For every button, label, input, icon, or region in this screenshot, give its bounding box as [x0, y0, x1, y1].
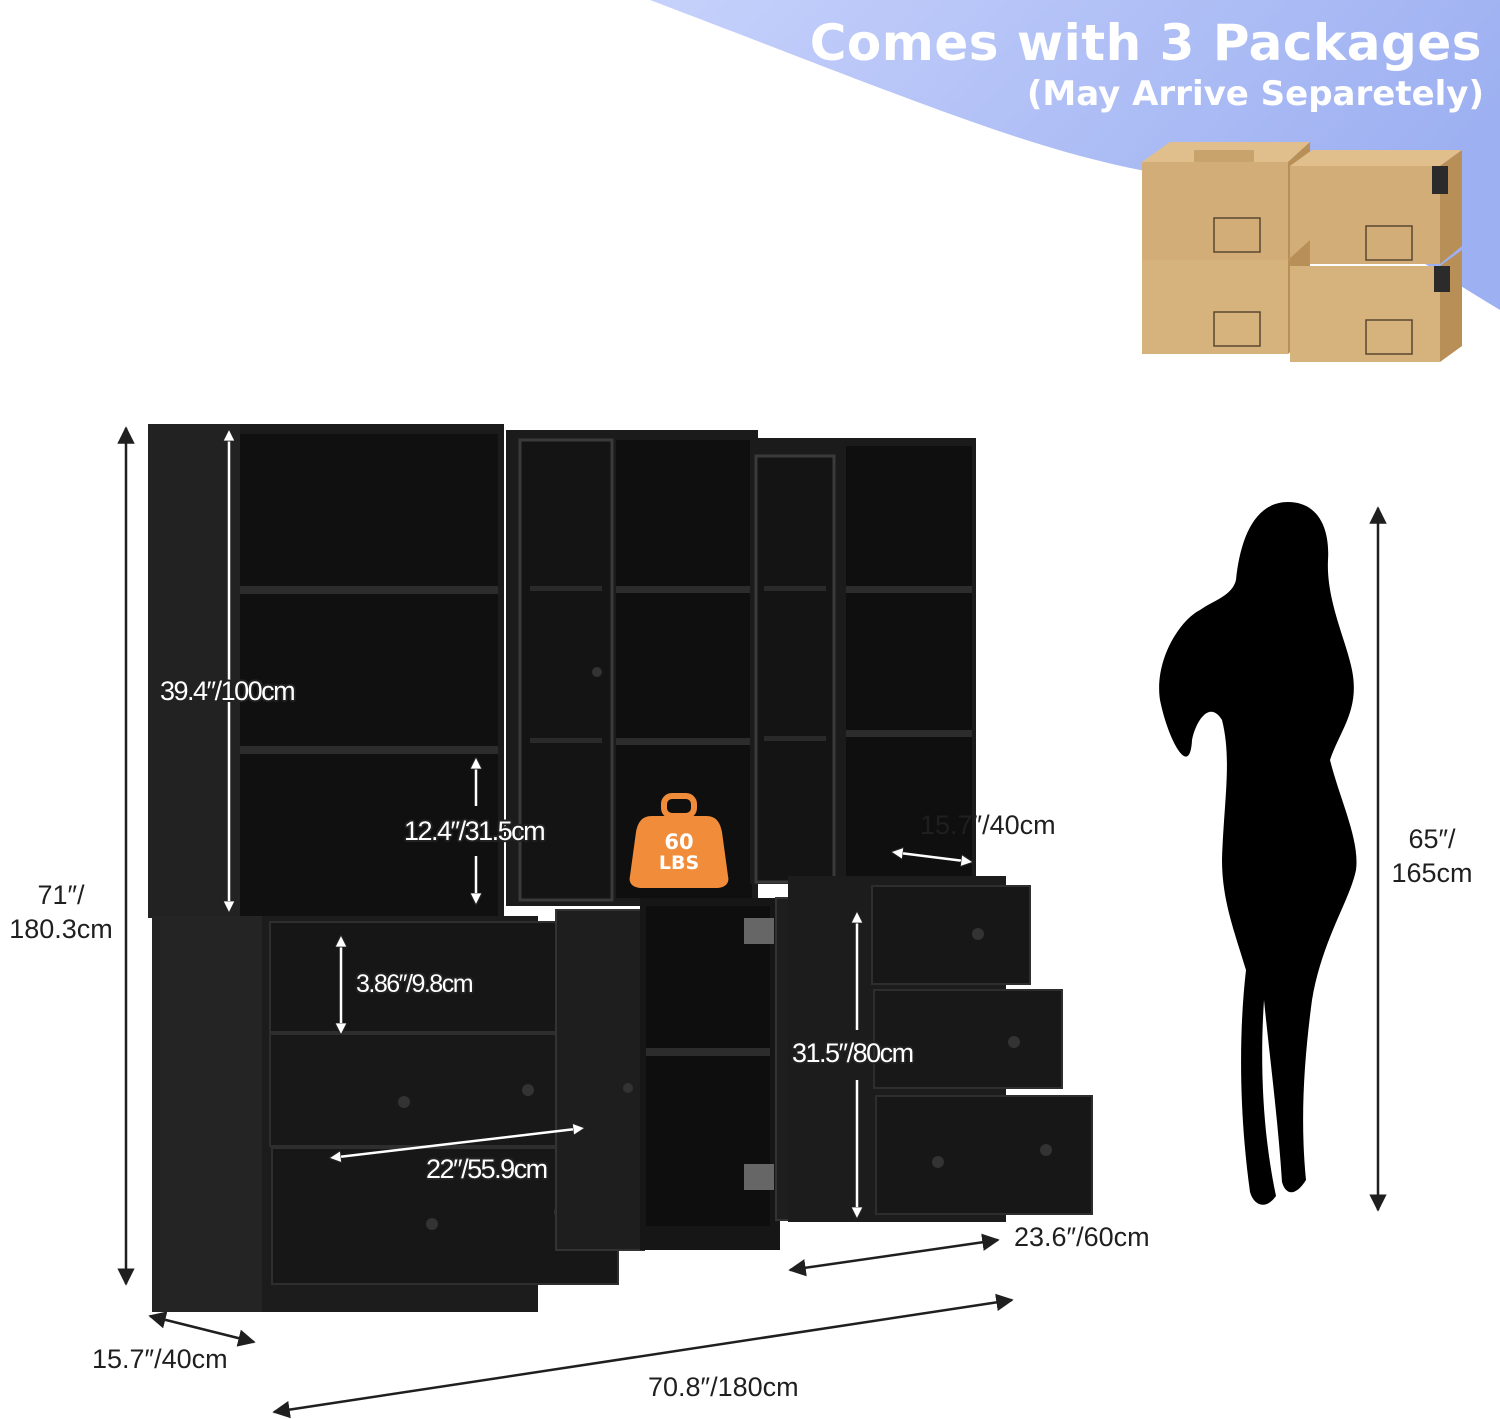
top-depth-arrow: [892, 852, 972, 862]
base-cabinet-height-label: 31.5″/80cm: [792, 1038, 914, 1068]
furniture-set: [148, 424, 1093, 1312]
right-hutch: [750, 438, 976, 884]
weight-value: 60: [664, 830, 694, 854]
weight-icon: [629, 793, 729, 888]
base-depth-label: 23.6″/60cm: [1014, 1222, 1150, 1252]
dimension-lines: [117, 426, 1387, 1419]
banner-shape: [650, 0, 1500, 310]
total-width-label: 70.8″/180cm: [648, 1372, 799, 1402]
cardboard-box-icon: [1142, 142, 1462, 362]
shelf-spacing-label: 12.4″/31.5cm: [404, 816, 546, 846]
box-top-right: [1290, 150, 1462, 264]
overlay-dimension-lines: [229, 430, 972, 1218]
middle-hutch: [506, 430, 758, 906]
small-drawer-height-label: 3.86″/9.8cm: [356, 970, 474, 998]
top-depth-label: 15.7″/40cm: [920, 810, 1056, 840]
right-base-cabinet: [788, 876, 1093, 1222]
drawer-width-arrow: [330, 1128, 584, 1158]
side-depth-label: 15.7″/40cm: [92, 1344, 228, 1374]
person-height-label-line1: 65″/: [1408, 824, 1456, 854]
person-silhouette-icon: [1159, 502, 1357, 1205]
total-height-label-line1: 71″/: [37, 880, 85, 910]
side-depth-arrow: [148, 1311, 256, 1347]
box-top-left: [1142, 142, 1310, 260]
total-height-label: 71″/ 180.3cm: [0, 878, 122, 946]
total-width-arrow: [272, 1293, 1014, 1419]
base-depth-arrow: [788, 1233, 1000, 1277]
person-height-label-line2: 165cm: [1391, 858, 1473, 888]
total-height-label-line2: 180.3cm: [9, 914, 113, 944]
box-bottom-right: [1290, 250, 1462, 362]
person-height-label: 65″/ 165cm: [1380, 822, 1484, 890]
top-shelf-height-label: 39.4″/100cm: [160, 676, 296, 706]
weight-unit: LBS: [658, 852, 700, 874]
drawer-width-label: 22″/55.9cm: [426, 1154, 548, 1184]
banner-title: Comes with 3 Packages: [809, 14, 1482, 72]
banner-subtitle: (May Arrive Separetely): [1026, 74, 1484, 114]
